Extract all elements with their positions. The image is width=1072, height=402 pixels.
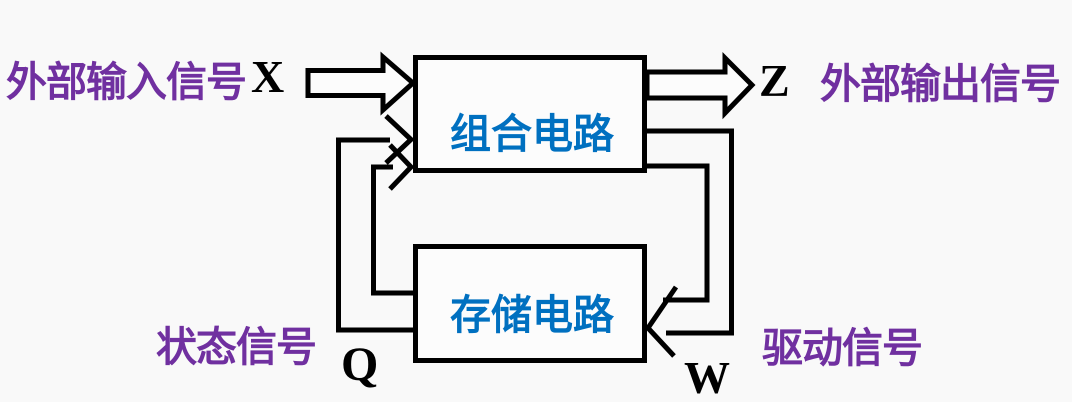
output-block-arrow (644, 51, 756, 120)
drive-feedback-arrowhead-icon (644, 285, 679, 358)
state-signal-letter: Q (341, 338, 379, 391)
drive-feedback-outer-line (645, 128, 734, 336)
state-feedback-outer-line (336, 137, 415, 333)
state-feedback-inner-arrowhead-icon (388, 143, 415, 191)
output-signal-letter: Z (759, 55, 790, 106)
drive-signal-label: 驱动信号 (762, 325, 923, 371)
input-signal-label: 外部输入信号 (6, 59, 247, 105)
input-block-arrow (305, 51, 417, 116)
state-feedback-inner-line (371, 164, 415, 296)
output-signal-label: 外部输出信号 (820, 61, 1061, 107)
drive-feedback-inner-line (645, 163, 710, 303)
combinational-circuit-label: 组合电路 (450, 111, 614, 157)
state-signal-label: 状态信号 (156, 324, 317, 370)
storage-circuit-label: 存储电路 (450, 292, 614, 338)
combinational-circuit-box (413, 55, 647, 173)
state-feedback-outer-arrowhead-icon (384, 114, 415, 165)
storage-circuit-box (413, 244, 647, 363)
input-signal-letter: X (251, 51, 285, 102)
drive-signal-letter: W (684, 352, 730, 402)
